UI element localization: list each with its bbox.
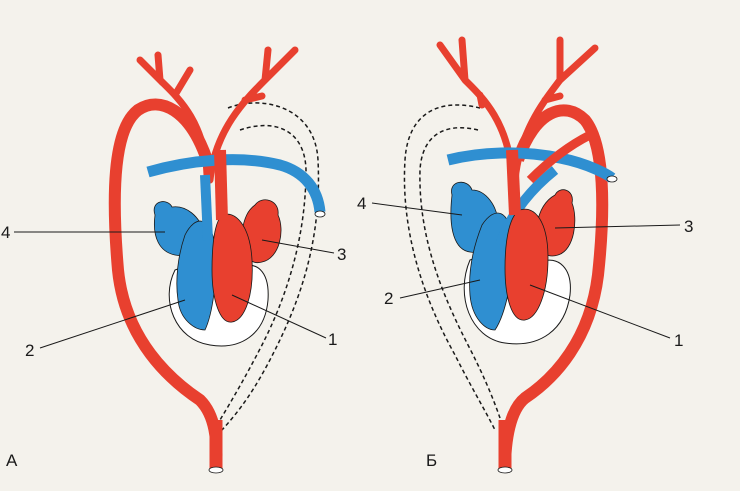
panel-a-label-4: 4 — [1, 223, 11, 242]
panel-a-leader-1 — [231, 294, 327, 339]
panel-b-vena-cava-end — [606, 175, 618, 183]
panel-a-left-ventricle — [211, 213, 253, 323]
panel-a-label-1: 1 — [328, 330, 338, 349]
panel-b-left-carotid — [436, 36, 516, 179]
panel-a-left-aortic-arch — [108, 98, 223, 471]
panel-b-left-ventricle — [504, 208, 549, 321]
panel-b-aortic-trunk — [506, 149, 521, 216]
panel-b-letter: Б — [426, 451, 438, 470]
panel-a-aorta-end — [208, 466, 224, 474]
panel-a-pulmonary-trunk — [200, 174, 213, 241]
panel-b-label-2: 2 — [384, 289, 394, 308]
panel-a-dashed-outline-inner — [219, 124, 307, 421]
panel-a-right-carotid — [206, 46, 299, 184]
panel-b-leader-4 — [371, 202, 463, 216]
panel-a-label-2: 2 — [25, 341, 35, 360]
panel-a-letter: А — [6, 451, 18, 470]
panel-b-leader-2 — [399, 279, 481, 299]
panel-a-aortic-trunk — [214, 149, 228, 221]
panel-a-leader-3 — [261, 239, 335, 254]
panel-b-pulmonary-trunk — [495, 166, 559, 247]
panel-b-heart — [371, 36, 681, 474]
panel-b-leader-1 — [529, 284, 671, 339]
panel-b-label-3: 3 — [684, 217, 694, 236]
panel-b-dashed-outline-inner — [419, 126, 501, 419]
panel-b-aorta-end — [497, 466, 513, 474]
panel-a-vena-cava — [146, 154, 326, 213]
panel-a-left-carotid — [136, 51, 211, 179]
panel-b-label-4: 4 — [357, 194, 367, 213]
panel-a-label-3: 3 — [337, 245, 347, 264]
panel-b-right-aortic-arch — [499, 104, 609, 471]
panel-b-red-diagonal-vessel — [526, 130, 593, 184]
panel-a-left-atrium — [241, 199, 282, 263]
panel-a-leader-2 — [39, 299, 186, 349]
panel-b-dashed-outline — [403, 104, 496, 431]
panel-b-leader-3 — [554, 224, 681, 229]
panel-b-label-1: 1 — [674, 331, 684, 350]
panel-b-right-carotid — [511, 36, 599, 184]
panel-a-heart — [14, 46, 335, 474]
panel-a-vena-cava-end — [314, 210, 326, 218]
